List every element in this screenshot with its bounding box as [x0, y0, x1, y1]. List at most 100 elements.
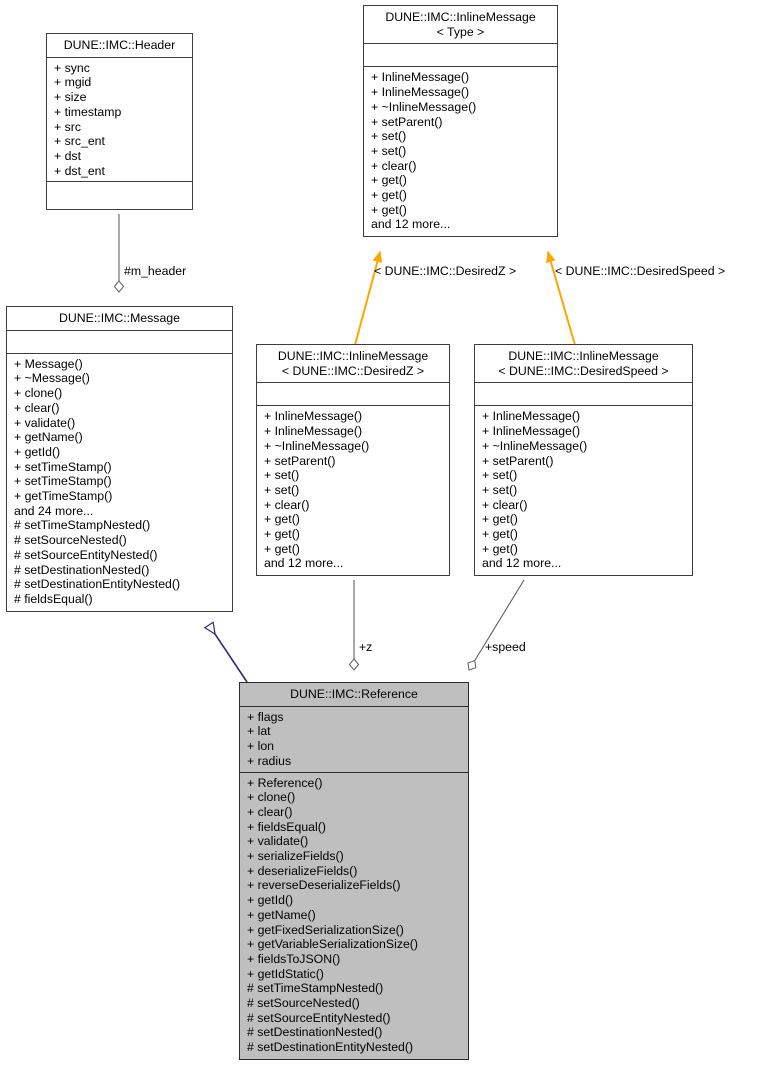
class-title-inline-message-desiredz: DUNE::IMC::InlineMessage < DUNE::IMC::De…: [257, 345, 449, 384]
attribute: + dst_ent: [54, 163, 105, 178]
attribute: + radius: [247, 753, 292, 768]
operation-more: and 12 more...: [482, 556, 562, 571]
operation: + InlineMessage(): [264, 409, 363, 424]
operation: + set(): [482, 468, 518, 483]
operation: + getFixedSerializationSize(): [247, 922, 404, 937]
edge-speed: [467, 579, 525, 671]
operation: + clear(): [371, 158, 417, 173]
operation: + set(): [371, 143, 407, 158]
attribute: + sync: [54, 60, 90, 75]
class-operations-message: + Message() + ~Message() + clone() + cle…: [7, 354, 232, 611]
class-operations-reference: + Reference() + clone() + clear() + fiel…: [240, 773, 468, 1059]
operation: # setTimeStampNested(): [14, 518, 151, 533]
operation: + Reference(): [247, 775, 323, 790]
operation: + set(): [264, 482, 300, 497]
class-box-header[interactable]: DUNE::IMC::Header + sync + mgid + size +…: [46, 33, 193, 211]
operation: + InlineMessage(): [264, 424, 363, 439]
operation: + InlineMessage(): [371, 70, 470, 85]
class-box-reference[interactable]: DUNE::IMC::Reference + flags + lat + lon…: [239, 682, 469, 1060]
operation: + fieldsEqual(): [247, 819, 326, 834]
operation: + setParent(): [482, 453, 554, 468]
class-title-inline-message-desiredspeed: DUNE::IMC::InlineMessage < DUNE::IMC::De…: [475, 345, 692, 384]
operation: + getTimeStamp(): [14, 489, 113, 504]
operation: + InlineMessage(): [482, 424, 581, 439]
operation: + InlineMessage(): [482, 409, 581, 424]
operation: + fieldsToJSON(): [247, 951, 341, 966]
class-attributes-message: [7, 331, 232, 354]
operation: # setSourceNested(): [247, 996, 360, 1011]
class-title-header: DUNE::IMC::Header: [47, 34, 192, 58]
operation: + ~InlineMessage(): [264, 438, 370, 453]
operation: + get(): [264, 541, 300, 556]
operation: + get(): [371, 188, 407, 203]
edge-label-speed: +speed: [485, 640, 526, 654]
operation: + clone(): [247, 790, 296, 805]
class-box-inline-message-type[interactable]: DUNE::IMC::InlineMessage < Type > + Inli…: [363, 5, 558, 238]
class-operations-inline-message-desiredz: + InlineMessage() + InlineMessage() + ~I…: [257, 406, 449, 575]
class-title-inline-message-type: DUNE::IMC::InlineMessage < Type >: [364, 6, 557, 45]
operation: + clear(): [264, 497, 310, 512]
operation: + validate(): [247, 834, 309, 849]
operation: # fieldsEqual(): [14, 591, 93, 606]
operation: + Message(): [14, 356, 83, 371]
class-box-inline-message-desiredz[interactable]: DUNE::IMC::InlineMessage < DUNE::IMC::De…: [256, 344, 450, 577]
operation: + InlineMessage(): [371, 85, 470, 100]
operation: + serializeFields(): [247, 849, 344, 864]
operation: # setSourceEntityNested(): [247, 1010, 391, 1025]
operation: + getId(): [247, 893, 294, 908]
attribute: + src: [54, 119, 81, 134]
operation: + getIdStatic(): [247, 966, 324, 981]
class-attributes-header: + sync + mgid + size + timestamp + src +…: [47, 58, 192, 183]
operation: + set(): [264, 468, 300, 483]
attribute: + mgid: [54, 75, 92, 90]
operation-more: and 12 more...: [371, 217, 451, 232]
operation: + clear(): [482, 497, 528, 512]
attribute: + size: [54, 90, 87, 105]
attribute: + src_ent: [54, 134, 105, 149]
operation: + ~InlineMessage(): [482, 438, 588, 453]
class-attributes-inline-message-desiredz: [257, 383, 449, 407]
operation: + clone(): [14, 386, 63, 401]
operation: # setSourceEntityNested(): [14, 547, 158, 562]
class-operations-inline-message-desiredspeed: + InlineMessage() + InlineMessage() + ~I…: [475, 406, 692, 575]
edge-label-z: +z: [359, 640, 373, 654]
operation: + get(): [371, 173, 407, 188]
operation: + ~Message(): [14, 371, 90, 386]
class-operations-inline-message-type: + InlineMessage() + InlineMessage() + ~I…: [364, 67, 557, 236]
attribute: + dst: [54, 148, 82, 163]
operation: + set(): [482, 482, 518, 497]
class-title-reference: DUNE::IMC::Reference: [240, 683, 468, 707]
operation: # setSourceNested(): [14, 533, 127, 548]
edge-label-template-desiredz: < DUNE::IMC::DesiredZ >: [374, 264, 517, 278]
class-attributes-reference: + flags + lat + lon + radius: [240, 707, 468, 773]
operation: + setParent(): [264, 453, 336, 468]
operation-more: and 12 more...: [264, 556, 344, 571]
operation: + getName(): [14, 430, 83, 445]
operation: + setParent(): [371, 114, 443, 129]
operation: + getVariableSerializationSize(): [247, 937, 418, 952]
operation: + ~InlineMessage(): [371, 99, 477, 114]
class-operations-header: [47, 182, 192, 209]
class-box-inline-message-desiredspeed[interactable]: DUNE::IMC::InlineMessage < DUNE::IMC::De…: [474, 344, 693, 577]
operation: # setDestinationEntityNested(): [14, 577, 181, 592]
attribute: + lon: [247, 739, 275, 754]
operation: + getName(): [247, 907, 316, 922]
operation: + clear(): [247, 804, 293, 819]
attribute: + flags: [247, 709, 284, 724]
class-attributes-inline-message-type: [364, 44, 557, 68]
class-box-message[interactable]: DUNE::IMC::Message + Message() + ~Messag…: [6, 306, 233, 612]
operation: # setDestinationNested(): [247, 1025, 383, 1040]
operation: # setTimeStampNested(): [247, 981, 384, 996]
attribute: + lat: [247, 724, 271, 739]
operation: + setTimeStamp(): [14, 474, 112, 489]
operation: + get(): [264, 512, 300, 527]
operation: + get(): [482, 527, 518, 542]
operation: + get(): [264, 527, 300, 542]
operation: + getId(): [14, 444, 61, 459]
class-title-message: DUNE::IMC::Message: [7, 307, 232, 331]
operation: + clear(): [14, 400, 60, 415]
edge-label-template-desiredspeed: < DUNE::IMC::DesiredSpeed >: [555, 264, 726, 278]
attribute: + timestamp: [54, 104, 122, 119]
operation: + deserializeFields(): [247, 863, 358, 878]
